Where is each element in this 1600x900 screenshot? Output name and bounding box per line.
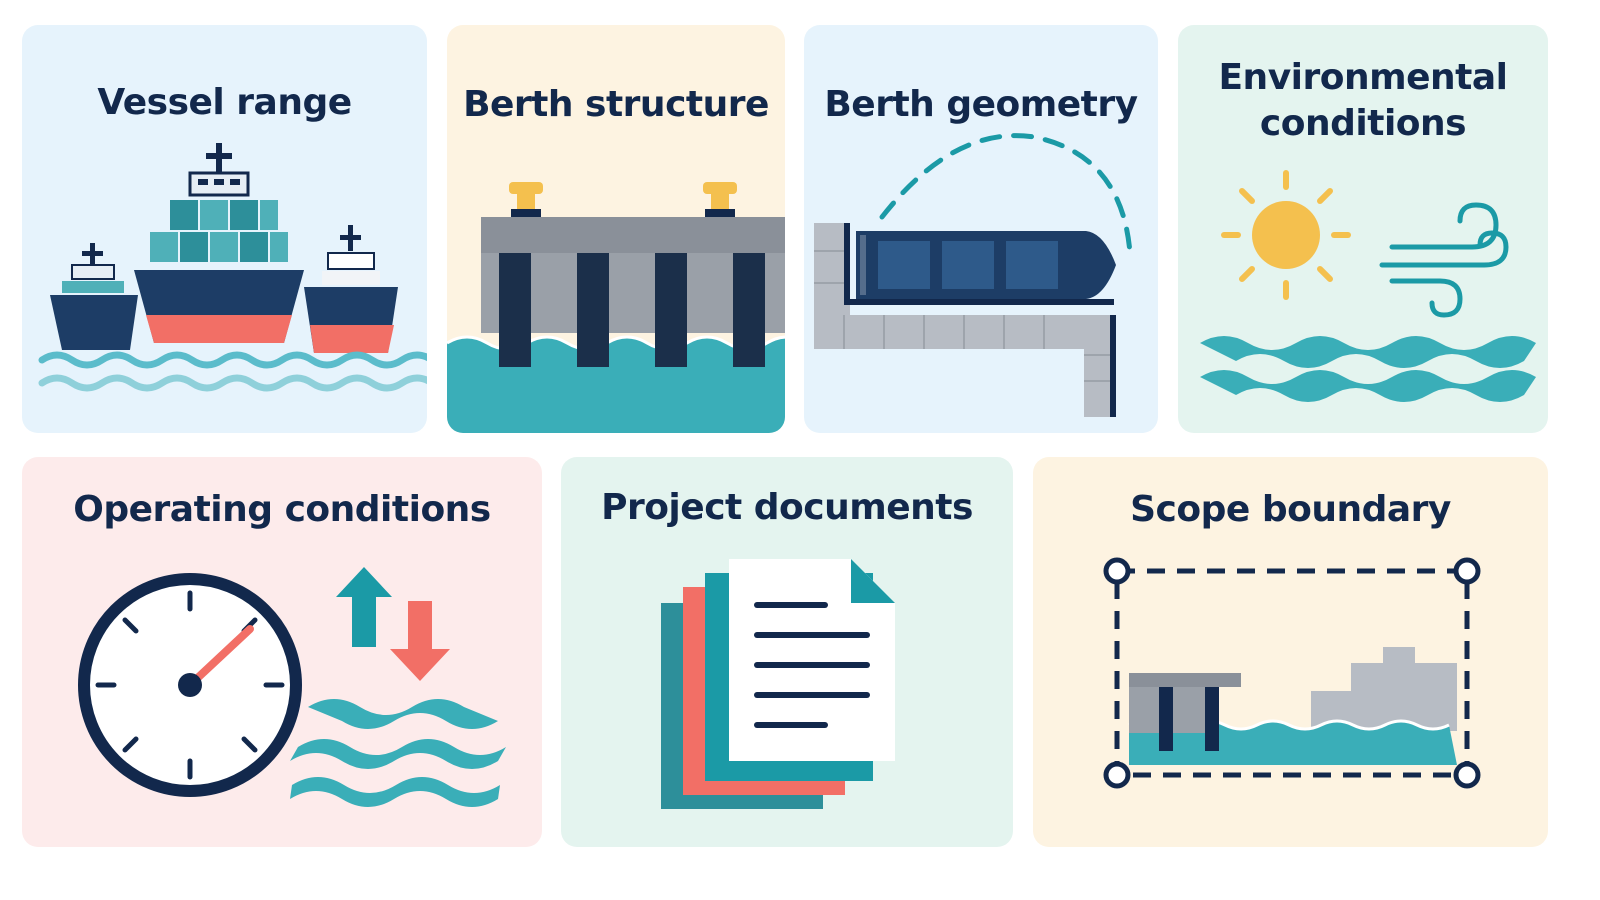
card-vessel-range: Vessel range [22,25,427,433]
arrow-up-icon [336,567,392,647]
card-title: Project documents [601,487,973,528]
card-scope-boundary: Scope boundary [1033,457,1548,847]
ships-icon [38,143,427,392]
pier-icon [447,182,785,433]
sun-wind-waves-icon [1200,170,1536,402]
card-project-documents: Project documents [561,457,1013,847]
card-environmental-conditions: Environmental conditions [1178,25,1548,433]
card-title: Berth structure [463,84,769,125]
arrow-down-icon [390,601,450,681]
card-title: Scope boundary [1130,489,1451,530]
card-title: Berth geometry [824,84,1138,125]
sun-icon [1221,170,1351,300]
wind-icon [1379,202,1509,318]
card-berth-structure: Berth structure [447,25,785,433]
card-title: Vessel range [97,82,352,123]
scope-boundary-icon [1103,557,1481,789]
documents-icon [661,559,895,809]
card-operating-conditions: Operating conditions [22,457,542,847]
card-berth-geometry: Berth geometry [804,25,1158,433]
card-title: Environmental conditions [1218,57,1508,144]
gauge-icon [78,567,506,807]
berth-geometry-icon [814,133,1133,417]
card-title: Operating conditions [73,489,491,530]
